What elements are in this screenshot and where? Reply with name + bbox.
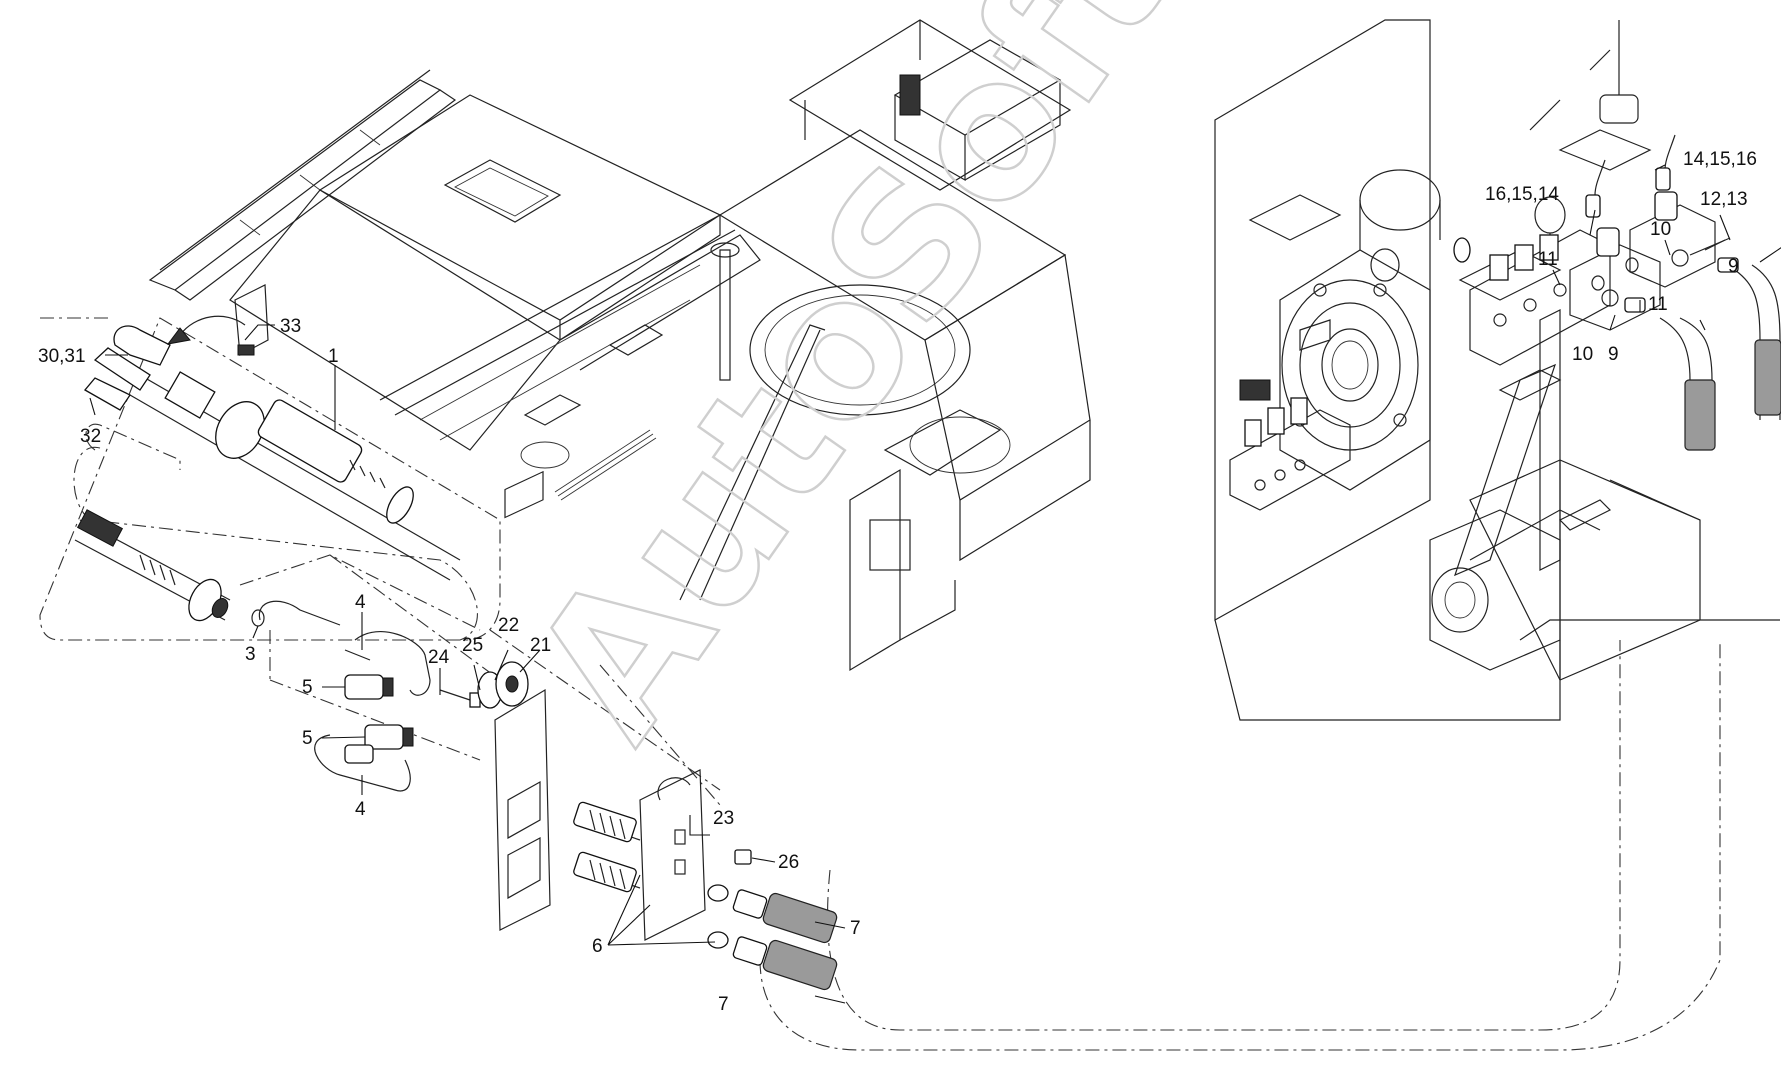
- callout-10-lower: 10: [1572, 344, 1593, 365]
- left-exploded-group: [39, 284, 501, 641]
- callout-7-upper: 7: [850, 918, 861, 939]
- machine-frame: [148, 19, 1091, 672]
- watermark-text: AutoSoft: [491, 0, 1214, 776]
- callout-1: 1: [328, 346, 339, 367]
- callout-14-15-16: 14,15,16: [1683, 149, 1757, 170]
- right-assembly: [1214, 19, 1781, 721]
- callout-16-15-14: 16,15,14: [1485, 184, 1559, 205]
- leader-lines: [89, 164, 1781, 1004]
- callout-10-upper: 10: [1650, 219, 1671, 240]
- callout-5-upper: 5: [302, 677, 313, 698]
- callout-32: 32: [80, 426, 101, 447]
- callout-22: 22: [498, 615, 519, 636]
- bracket-assembly: [239, 470, 1721, 1051]
- callout-33: 33: [280, 316, 301, 337]
- callout-9-lower: 9: [1608, 344, 1619, 365]
- callout-26: 26: [778, 852, 799, 873]
- callout-21: 21: [530, 635, 551, 656]
- callout-9-upper: 9: [1728, 256, 1739, 277]
- callout-4-upper: 4: [355, 592, 366, 613]
- callout-11-upper: 11: [1538, 249, 1558, 270]
- callout-12-13: 12,13: [1700, 189, 1748, 210]
- callout-7-lower: 7: [718, 994, 729, 1015]
- callout-6: 6: [592, 936, 603, 957]
- callout-labels: 1 30,31 32 33 3 4 4 5 5 24 25 22 21 23 2…: [38, 149, 1757, 1015]
- callout-11-lower: 11: [1648, 294, 1668, 315]
- callout-25: 25: [462, 635, 483, 656]
- callout-23: 23: [713, 808, 734, 829]
- callout-24: 24: [428, 647, 450, 668]
- callout-4-lower: 4: [355, 799, 366, 820]
- callout-30-31: 30,31: [38, 346, 86, 367]
- callout-3: 3: [245, 644, 256, 665]
- callout-5-lower: 5: [302, 728, 313, 749]
